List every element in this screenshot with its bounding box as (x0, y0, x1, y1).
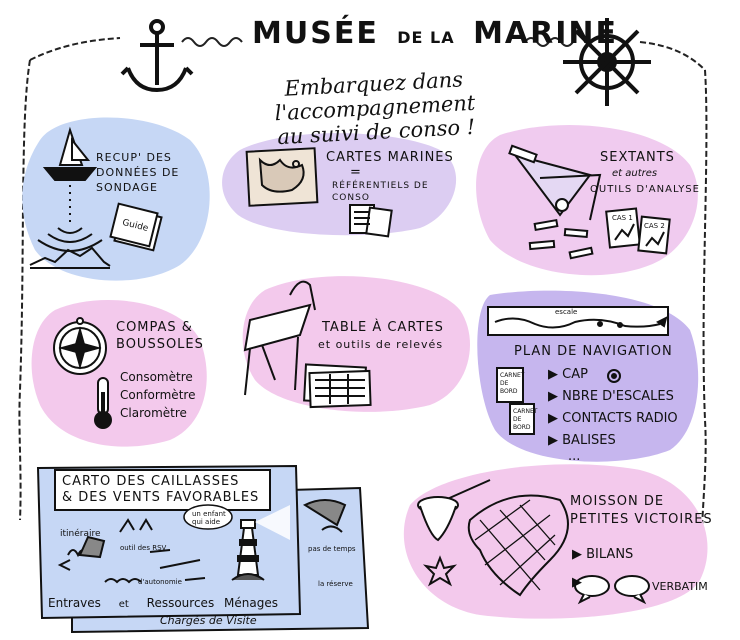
carto-bottom-labels: Entraves et Ressources Ménages (48, 596, 278, 610)
title-de-la: DE LA (397, 28, 455, 47)
carto-title-banner (54, 469, 271, 511)
cartes-sublabel: Référentiels de conso (332, 181, 429, 203)
plan-item-balises: ▶ Balises (548, 433, 616, 448)
cartes-label: Cartes marines (326, 150, 454, 165)
sextants-sublabel: outils d'analyse (590, 184, 700, 195)
guide-document (109, 202, 163, 252)
charges-label: Chargés de Visite (160, 614, 257, 627)
anchor-icon (120, 19, 194, 93)
ship-wheel-icon (563, 18, 651, 106)
item-consometre: Consomètre (120, 370, 193, 384)
starfish-icon (422, 555, 458, 587)
sextants-label: Sextants (600, 150, 675, 165)
plan-item-radio: ▶ Contacts radio (548, 411, 678, 426)
moisson-item-verbatim: Verbatim (652, 580, 708, 593)
menages-label: Ménages (224, 596, 278, 610)
route-map (487, 306, 669, 336)
logbooks (496, 367, 535, 435)
sextants-and-others: et autres (612, 168, 658, 179)
cartes-equals: = (350, 165, 362, 180)
item-conformetre: Conformètre (120, 388, 196, 402)
plan-item-escales: ▶ Nbre d'escales (548, 389, 674, 404)
rope-border (18, 37, 708, 561)
pas-temps-label: pas de temps (308, 545, 356, 553)
sailboat-icon (42, 126, 98, 181)
item-clarometre: Claromètre (120, 406, 187, 420)
compas-items: Consomètre Conformètre Claromètre (120, 368, 195, 422)
plan-label: Plan de navigation (514, 344, 673, 359)
wave-decoration (181, 37, 574, 47)
route-escale-label: escale (555, 308, 578, 316)
moisson-item-bilans: ▶ Bilans (572, 547, 634, 562)
sondage-label: Recup' des données de sondage (96, 151, 180, 194)
sonar-waves (29, 185, 111, 269)
case2-label: Cas 2 (644, 222, 665, 230)
carto-title-line2: & des vents favorables (62, 490, 260, 505)
table-label: Table à cartes (322, 320, 444, 335)
cloud-bubble (183, 504, 233, 530)
blob-sondage (22, 117, 210, 281)
boussoles-label: Boussoles (116, 337, 204, 352)
title-part2: MARINE (473, 16, 619, 51)
table-sublabel: et outils de relevés (318, 338, 444, 351)
carnet1-label: Carnet de bord (500, 372, 525, 395)
speech-bubbles-icon (574, 575, 650, 605)
fishing-net-icon (417, 479, 569, 597)
rocks-and-waves (57, 499, 347, 584)
stock-label: la réserve (318, 580, 353, 588)
radio-icon (607, 369, 621, 383)
ressources-label: Ressources (146, 596, 215, 610)
case1-label: Cas 1 (612, 214, 633, 222)
title-part1: MUSÉE (252, 16, 379, 51)
autonomie-label: d'autonomie (138, 578, 182, 586)
chart-table-icon (243, 280, 316, 396)
moisson-items: ▶ Bilans (572, 544, 633, 566)
page-title: MUSÉE DE LA MARINE (252, 16, 618, 51)
sextant-icon (508, 144, 602, 221)
carnet2-label: Carnet de bord (513, 408, 538, 431)
itineraire-label: itinéraire (60, 529, 101, 539)
plan-item-more: ... (568, 449, 581, 464)
entraves-label: Entraves (48, 596, 101, 610)
analysis-docs (605, 207, 671, 255)
lighthouse-icon (231, 505, 290, 581)
compass-icon (53, 317, 107, 375)
plan-item-cap: ▶ Cap (548, 367, 588, 382)
scattered-tiles (528, 218, 594, 260)
survey-sheets (303, 363, 372, 409)
rsv-label: outil des RSV (120, 544, 167, 552)
moisson-verbatim-arrow: ▶ (572, 575, 582, 590)
compas-label: Compas & (116, 320, 193, 335)
victoires-label: petites victoires (570, 512, 713, 527)
sea-map-icon (245, 147, 319, 207)
enfant-label: un enfant qui aide (192, 510, 226, 526)
conso-reference-doc (349, 204, 393, 238)
moisson-label: Moisson de (570, 494, 665, 509)
thermometer-icon (94, 377, 112, 429)
et-label: et (118, 599, 129, 610)
carto-title-line1: Carto des caillasses (62, 474, 240, 489)
plan-items: ▶ Cap ▶ Nbre d'escales ▶ Contacts radio … (548, 364, 678, 464)
